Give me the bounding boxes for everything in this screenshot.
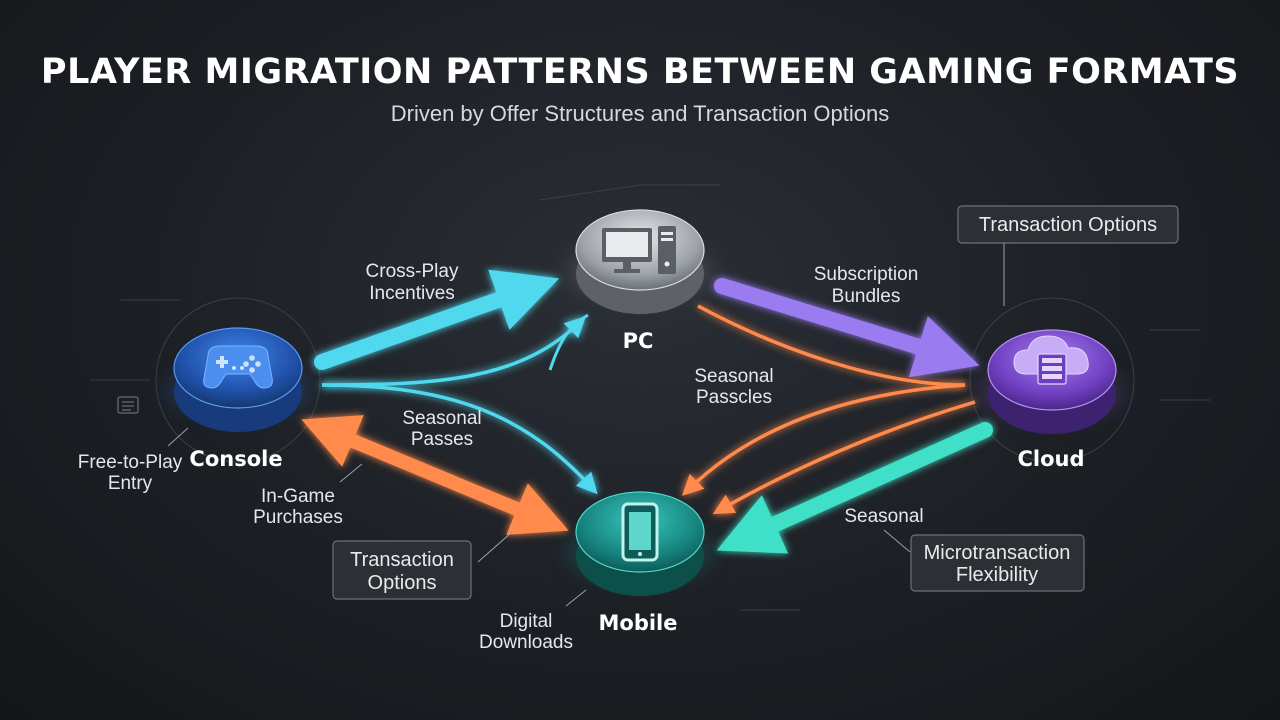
decorative-lines — [90, 184, 1210, 611]
label-seasonal-passcles-line2: Passcles — [696, 387, 772, 408]
label-in-game-line1: In-Game — [261, 486, 335, 507]
label-subscription-line1: Subscription — [814, 264, 919, 285]
microtransaction-box: Microtransaction Flexibility — [910, 534, 1085, 592]
pc-label: PC — [623, 329, 654, 353]
cloud-server-icon — [1013, 335, 1089, 385]
page-title: PLAYER MIGRATION PATTERNS BETWEEN GAMING… — [40, 52, 1240, 92]
label-cross-play-line2: Incentives — [369, 283, 455, 304]
arrow-console-mobile — [301, 415, 569, 535]
arrow-console-to-pc — [314, 269, 560, 370]
label-seasonal-passes-line1: Seasonal — [402, 408, 481, 429]
label-seasonal-right: Seasonal — [844, 506, 923, 527]
leader-in-game — [339, 463, 363, 483]
label-subscription-line2: Bundles — [832, 286, 901, 307]
microtransaction-line2: Flexibility — [956, 564, 1038, 586]
arrow-cloud-to-mobile — [716, 422, 993, 554]
curve-cloud-to-mobile-orange-b — [712, 400, 976, 515]
desktop-computer-icon — [602, 226, 676, 274]
transaction-options-left-line1: Transaction — [350, 549, 454, 571]
cloud-label: Cloud — [1017, 447, 1084, 471]
transaction-options-box-top: Transaction Options — [957, 205, 1179, 306]
label-cross-play-line1: Cross-Play — [366, 261, 459, 282]
cloud-node[interactable]: Cloud — [982, 329, 1122, 471]
curve-mobile-to-pc — [548, 313, 589, 371]
pc-node[interactable]: PC — [570, 209, 710, 353]
label-free-to-play-line2: Entry — [108, 473, 153, 494]
leader-transaction-left — [477, 531, 513, 563]
label-digital-line1: Digital — [500, 611, 553, 632]
curve-cloud-to-mobile-orange-a — [681, 383, 966, 496]
console-node[interactable]: Console — [168, 327, 308, 471]
microtransaction-line1: Microtransaction — [924, 542, 1071, 564]
leader-free-to-play — [167, 427, 189, 447]
label-seasonal-passcles-line1: Seasonal — [694, 366, 773, 387]
curve-console-to-mobile — [321, 383, 598, 495]
transaction-options-box-left: Transaction Options — [332, 531, 513, 600]
label-seasonal-passes-line2: Passes — [411, 429, 473, 450]
console-label: Console — [189, 447, 282, 471]
document-icon — [117, 396, 139, 414]
label-digital-line2: Downloads — [479, 632, 573, 653]
curve-pc-to-cloud-orange — [697, 304, 966, 387]
page-subtitle: Driven by Offer Structures and Transacti… — [390, 101, 890, 126]
smartphone-icon — [621, 502, 659, 562]
gamepad-icon — [203, 345, 273, 389]
leader-seasonal-right — [883, 529, 911, 553]
transaction-options-top-text: Transaction Options — [979, 214, 1157, 236]
leader-digital — [565, 589, 587, 607]
arrow-pc-to-cloud — [714, 278, 980, 378]
transaction-options-left-line2: Options — [368, 572, 437, 594]
mobile-node[interactable]: Mobile — [570, 491, 710, 635]
label-in-game-line2: Purchases — [253, 507, 343, 528]
mobile-label: Mobile — [599, 611, 678, 635]
label-free-to-play-line1: Free-to-Play — [78, 452, 183, 473]
